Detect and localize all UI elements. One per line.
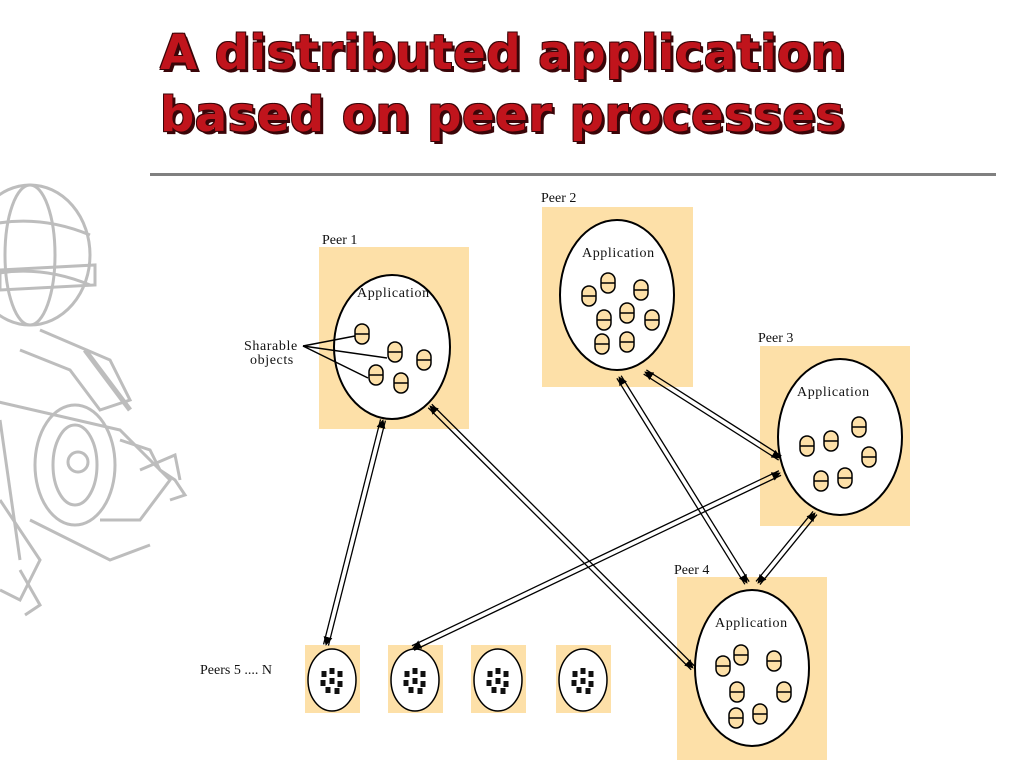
peer-1-app-label: Application — [357, 286, 430, 301]
connection-line — [427, 407, 692, 671]
object-dot — [503, 671, 509, 677]
object-dot — [334, 688, 340, 694]
object-dot — [500, 688, 506, 694]
object-dot — [329, 678, 335, 684]
object-dot — [337, 671, 343, 677]
connection-arrowheads — [429, 405, 694, 669]
connections — [322, 369, 818, 671]
sharable-objects-label-line-1: Sharable — [244, 339, 298, 354]
object-dot — [420, 671, 426, 677]
object-dot — [588, 681, 594, 687]
peer-2-label: Peer 2 — [541, 191, 576, 206]
connection-line — [643, 373, 780, 461]
connection-line — [620, 375, 750, 583]
object-dots — [320, 668, 594, 694]
object-dot — [403, 680, 409, 686]
peer-1-label: Peer 1 — [322, 233, 357, 248]
connection-arrowheads — [323, 419, 386, 646]
peer-3-application — [777, 358, 903, 516]
sharable-object-pointers — [302, 335, 388, 379]
sharable-objects-label-line-2: objects — [250, 353, 294, 368]
title-divider — [150, 173, 996, 176]
connection-line — [327, 420, 387, 646]
object-dot — [572, 671, 578, 677]
object-dot — [408, 687, 414, 693]
object-dot — [321, 671, 327, 677]
peer-2-application — [559, 219, 675, 371]
object-dot — [588, 671, 594, 677]
peer-3-app-label: Application — [797, 385, 870, 400]
peers-range-label: Peers 5 .... N — [200, 663, 272, 678]
peer-4-application — [694, 589, 810, 747]
astrolabe-illustration — [0, 183, 188, 617]
object-dot — [580, 678, 586, 684]
title-line-2: based on peer processes — [160, 87, 845, 143]
peer-3-label: Peer 3 — [758, 331, 793, 346]
sharable-objects — [354, 272, 877, 729]
peer-4-app-label: Application — [715, 616, 788, 631]
object-dot — [503, 681, 509, 687]
object-dot — [404, 671, 410, 677]
object-dot — [329, 668, 335, 674]
object-dot — [320, 680, 326, 686]
object-dot — [420, 681, 426, 687]
peer-4-label: Peer 4 — [674, 563, 709, 578]
object-dot — [495, 668, 501, 674]
object-dot — [417, 688, 423, 694]
object-dot — [585, 688, 591, 694]
page-title: A distributed application based on peer … — [160, 22, 845, 146]
object-dot — [325, 687, 331, 693]
connection-line — [322, 419, 382, 645]
object-dot — [412, 678, 418, 684]
object-dot — [576, 687, 582, 693]
object-dot — [580, 668, 586, 674]
object-dot — [337, 681, 343, 687]
object-dot — [487, 671, 493, 677]
object-dot — [491, 687, 497, 693]
object-dot — [495, 678, 501, 684]
peer-2-app-label: Application — [582, 246, 655, 261]
connection-arrowheads — [618, 376, 748, 584]
object-dot — [571, 680, 577, 686]
title-line-1: A distributed application — [160, 25, 846, 81]
connection-line — [616, 377, 746, 585]
object-dot — [412, 668, 418, 674]
object-dot — [486, 680, 492, 686]
